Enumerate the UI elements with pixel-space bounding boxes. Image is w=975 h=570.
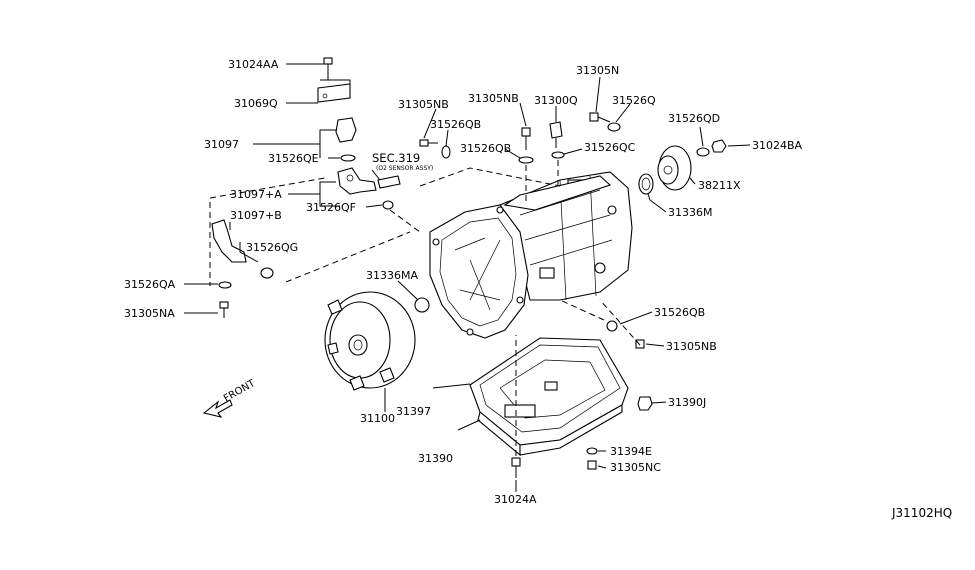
oil-pan [469, 337, 629, 457]
label-31526QE: 31526QE [268, 152, 319, 165]
label-31526QA: 31526QA [124, 278, 176, 291]
label-sec319-sub: (O2 SENSOR ASSY) [376, 165, 433, 172]
label-31305NC: 31305NC [610, 461, 661, 474]
label-31097-A: 31097+A [230, 188, 282, 201]
label-31305NB-1: 31305NB [398, 98, 449, 111]
diagram-id: J31102HQ [891, 506, 952, 520]
label-31069Q: 31069Q [234, 97, 278, 110]
label-31305NB-3: 31305NB [666, 340, 717, 353]
label-31305NB-2: 31305NB [468, 92, 519, 105]
transmission-case [419, 167, 633, 339]
label-31526QD: 31526QD [668, 112, 720, 125]
label-31390: 31390 [418, 452, 453, 465]
label-31397: 31397 [396, 405, 431, 418]
label-31024BA: 31024BA [752, 139, 803, 152]
label-31526QG: 31526QG [246, 241, 298, 254]
label-31305NA: 31305NA [124, 307, 175, 320]
front-label: FRONT [222, 378, 258, 405]
label-31100: 31100 [360, 412, 395, 425]
torque-converter [324, 291, 416, 391]
label-31526QB-2: 31526QB [460, 142, 511, 155]
label-31526QB-3: 31526QB [654, 306, 705, 319]
label-sec319: SEC.319 [372, 151, 420, 165]
callout-labels: 31024AA 31069Q 31097 31526QE SEC.319 (O2… [124, 58, 952, 520]
left-parts [211, 57, 430, 318]
label-31300Q: 31300Q [534, 94, 578, 107]
label-31526Q: 31526Q [612, 94, 656, 107]
label-31526QC: 31526QC [584, 141, 636, 154]
label-31097: 31097 [204, 138, 239, 151]
label-38211X: 38211X [698, 179, 741, 192]
label-31336M: 31336M [668, 206, 712, 219]
label-31305N: 31305N [576, 64, 619, 77]
label-31526QF: 31526QF [306, 201, 356, 214]
label-31394E: 31394E [610, 445, 652, 458]
label-31024A: 31024A [494, 493, 537, 506]
label-31097-B: 31097+B [230, 209, 282, 222]
label-31390J: 31390J [668, 396, 706, 409]
leader-lines [184, 63, 751, 492]
front-arrow: FRONT [202, 378, 258, 418]
label-31024AA: 31024AA [228, 58, 279, 71]
right-parts [419, 112, 727, 478]
label-31526QB-1: 31526QB [430, 118, 481, 131]
label-31336MA: 31336MA [366, 269, 418, 282]
